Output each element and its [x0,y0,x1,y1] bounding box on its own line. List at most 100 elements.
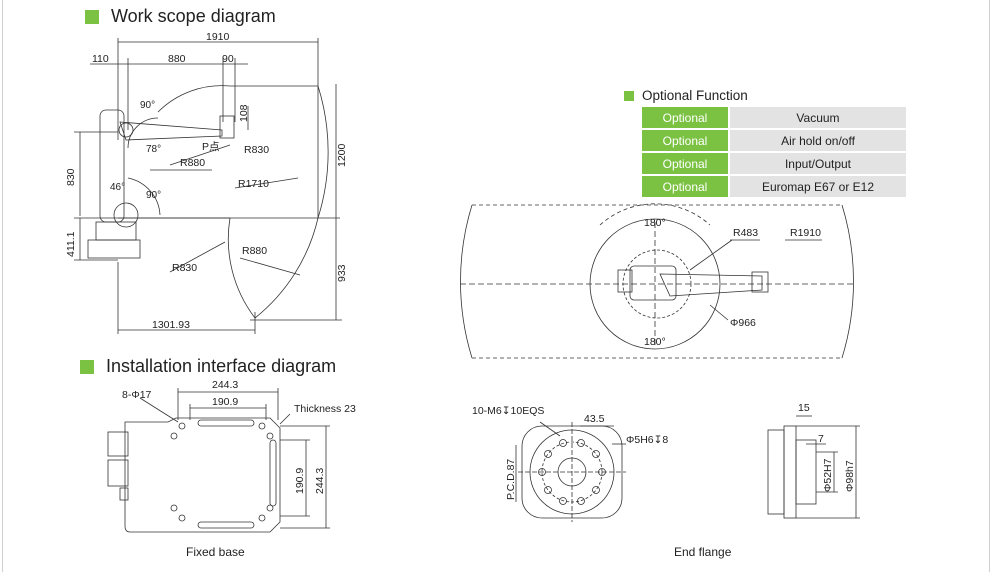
dim-43: 43.5 [584,413,605,425]
flange-hole [544,450,552,458]
robot-arm [119,121,223,141]
robot-top-arm [659,273,763,297]
dim-1910: 1910 [206,31,230,43]
flange-hole [592,450,600,458]
joint-circle [113,202,139,228]
robot-joint [95,221,137,241]
mount-hole [258,422,266,430]
r830-bottom: R830 [172,262,197,274]
slot [197,419,255,427]
slot [197,521,255,529]
dim-15: 15 [798,402,810,414]
flange-hole [544,486,552,494]
angle-180-top: 180° [644,217,666,229]
robot-column [99,109,125,223]
r483-circle [589,218,721,350]
r1710: R1710 [238,178,269,190]
flange-side-boss [795,439,817,505]
pin-label: Φ5H6↧8 [626,434,668,446]
mount-hole [170,432,178,440]
top-view-diagram: 180° 180° R483 R1910 Φ966 [460,203,856,359]
option-value: Vacuum [729,107,906,130]
envelope-left-arc [460,204,473,359]
base-plate [124,417,281,533]
end-flange-caption: End flange [674,545,732,559]
flange-side-disc [767,429,785,515]
dim-830: 830 [65,168,77,186]
green-square-icon [624,90,634,101]
fixed-base-diagram: 8-Φ17 244.3 190.9 Thickness 23 190.9 244… [107,379,356,533]
robot-top-body [629,265,677,301]
joint-circle [118,122,134,138]
green-square-icon [85,9,99,24]
work-scope-title: Work scope diagram [111,6,276,26]
dim-933: 933 [336,264,348,282]
dim-244-right: 244.3 [314,468,326,494]
p-point-label: P点 [202,141,220,153]
green-square-icon [80,359,94,374]
left-frame-line [2,0,3,572]
envelope-right-arc [841,204,854,359]
option-value: Air hold on/off [729,129,906,153]
leader-line [139,397,179,423]
option-tag: Optional [642,175,730,199]
d966-circle [622,249,692,319]
robot-wrist [219,115,235,139]
mount-hole [170,504,178,512]
inner-arc [127,117,159,149]
option-tag: Optional [642,107,730,130]
mount-hole [258,514,266,522]
work-scope-diagram: 1910 110 880 90 108 830 411.1 1200 933 1… [65,31,348,334]
angle-78: 78° [146,144,161,155]
robot-base [87,239,141,259]
r1910-label: R1910 [790,227,821,239]
table-row: Optional Euromap E67 or E12 [642,175,906,199]
inner-dashed-arc [599,203,711,226]
leader-line [539,421,561,437]
angle-90-top: 90° [140,100,155,111]
inner-arc [127,177,161,216]
optional-function-table: Optional Vacuum Optional Air hold on/off… [642,107,906,199]
cable-port [107,431,129,457]
leader-line [169,144,231,166]
leader-line [709,304,729,321]
dim-1200: 1200 [336,143,348,167]
table-row: Optional Input/Output [642,152,906,176]
table-row: Optional Vacuum [642,107,906,130]
d98-label: Φ98h7 [844,460,856,492]
angle-90-bottom: 90° [146,190,161,201]
optional-function-title: Optional Function [642,88,748,103]
flange-hole [592,486,600,494]
flange-hole [577,497,585,505]
flange-hole [538,468,546,476]
dim-110: 110 [92,53,109,65]
dim-7: 7 [818,433,824,445]
option-value: Euromap E67 or E12 [729,175,906,199]
r880-top: R880 [180,157,205,169]
d966-label: Φ966 [730,317,756,329]
holes-label: 8-Φ17 [122,389,152,401]
work-scope-heading: Work scope diagram [85,6,276,27]
optional-function-heading: Optional Function [624,88,748,103]
angle-46: 46° [110,182,125,193]
angle-180-bottom: 180° [644,336,666,348]
mount-hole [266,504,274,512]
r880-bottom: R880 [242,245,267,257]
dim-108: 108 [238,104,250,122]
end-flange-diagram: 10-M6↧10EQS 43.5 Φ5H6↧8 P.C.D.87 15 7 Φ5… [472,402,860,522]
dim-190-right: 190.9 [294,468,306,494]
leader-line [689,239,733,271]
install-heading: Installation interface diagram [80,356,336,377]
mount-hole [266,432,274,440]
dim-1301: 1301.93 [152,319,190,331]
cable-port [107,459,129,487]
thickness-label: Thickness 23 [294,403,356,415]
dim-190-top: 190.9 [212,396,238,408]
thread-label: 10-M6↧10EQS [472,405,544,417]
pcd-label: P.C.D.87 [505,459,517,500]
r483-label: R483 [733,227,758,239]
dim-244-top: 244.3 [212,379,238,391]
option-value: Input/Output [729,152,906,176]
flange-side-body [783,425,797,519]
robot-top-wrist [751,271,769,293]
